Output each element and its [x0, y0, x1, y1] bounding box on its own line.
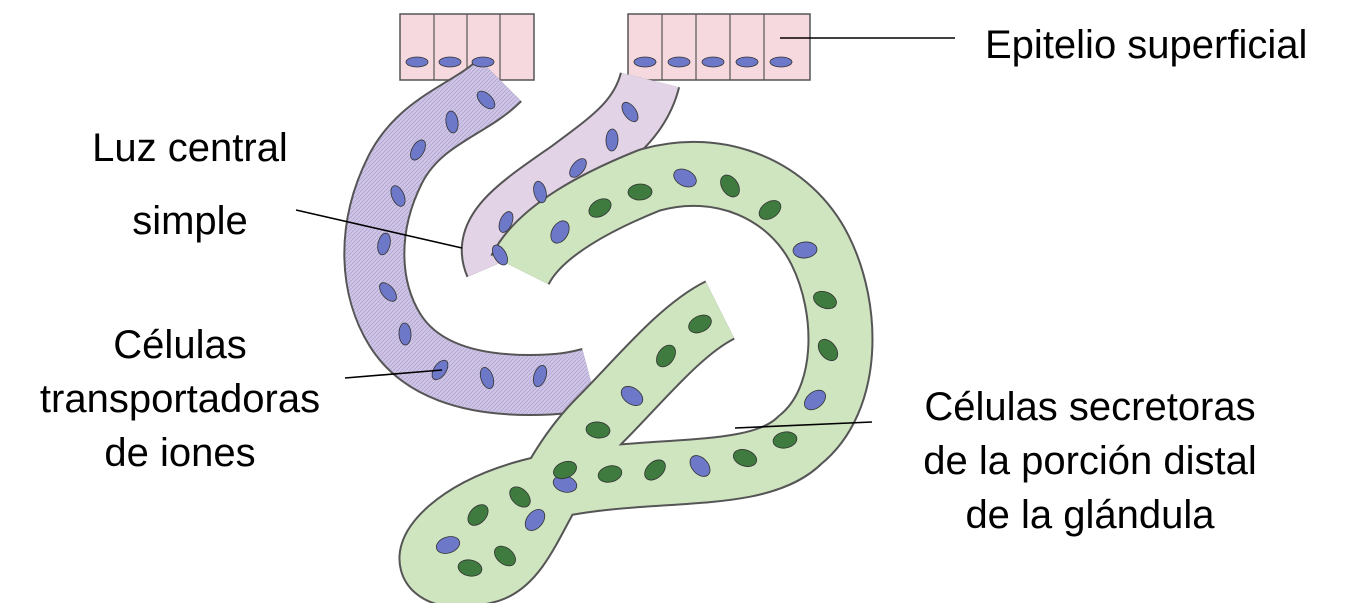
label-epitelio-text: Epitelio superficial [985, 18, 1307, 72]
label-transp-line-3: de iones [0, 426, 360, 480]
nucleus [406, 57, 428, 67]
nucleus [634, 57, 656, 67]
nucleus [702, 57, 724, 67]
gland-tube [374, 80, 840, 575]
label-epitelio-superficial: Epitelio superficial [985, 18, 1307, 72]
label-secret-line-1: Células secretoras [880, 380, 1300, 434]
nucleus [472, 57, 494, 67]
nucleus [668, 57, 690, 67]
label-transp-line-1: Células [0, 318, 360, 372]
nucleus [770, 57, 792, 67]
nucleus [439, 57, 461, 67]
label-luz-central-line2: simple [60, 194, 320, 248]
nucleus [736, 57, 758, 67]
surface-epithelium-right [628, 14, 810, 80]
label-secret-line-3: de la glándula [880, 488, 1300, 542]
label-luz-central-line1: Luz central [60, 121, 320, 175]
nucleus [606, 129, 619, 151]
label-luz-text-1: Luz central [60, 121, 320, 175]
surface-epithelium [400, 14, 810, 80]
label-celulas-secretoras: Células secretoras de la porción distal … [880, 380, 1300, 542]
label-secret-line-2: de la porción distal [880, 434, 1300, 488]
label-luz-text-2: simple [60, 194, 320, 248]
label-celulas-transportadoras: Células transportadoras de iones [0, 318, 360, 480]
label-transp-line-2: transportadoras [0, 372, 360, 426]
nucleus [628, 184, 653, 201]
